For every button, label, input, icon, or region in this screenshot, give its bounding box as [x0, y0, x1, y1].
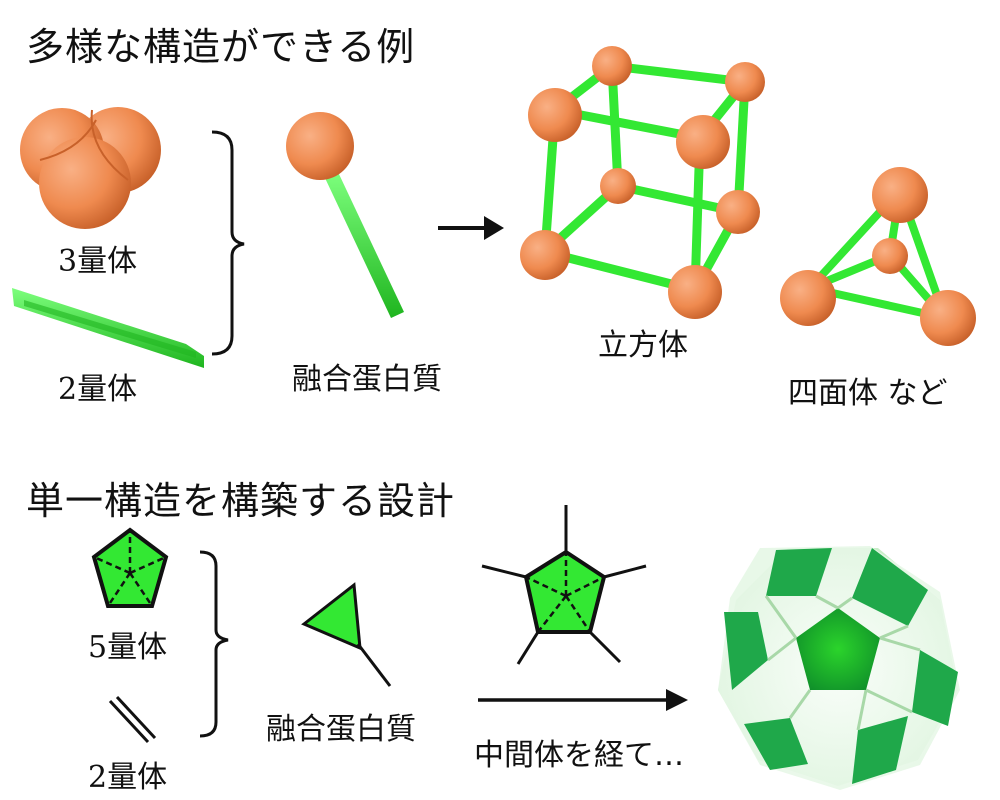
soccer-ball-cage-icon — [718, 546, 960, 790]
pentamer-icon — [91, 527, 169, 608]
dimer-rod-icon — [12, 288, 204, 368]
arrow-right-icon — [478, 689, 688, 711]
intermediate-label: 中間体を経て… — [474, 738, 684, 773]
section-title-bottom: 単一構造を構築する設計 — [26, 479, 456, 523]
brace-bottom — [199, 550, 229, 738]
section-title-top: 多様な構造ができる例 — [26, 25, 416, 69]
pentamer-arms-icon — [481, 505, 647, 665]
dimer-sticks-icon — [108, 695, 157, 744]
tetrahedron-icon — [780, 167, 976, 346]
pentamer-label: 5量体 — [88, 630, 168, 665]
cube-label: 立方体 — [598, 328, 688, 363]
dimer-label-top: 2量体 — [58, 372, 138, 407]
dimer-label-bottom: 2量体 — [88, 760, 168, 795]
trimer-icon — [20, 107, 161, 229]
arrow-right-icon — [438, 216, 504, 240]
fusion-label-top: 融合蛋白質 — [292, 362, 442, 397]
fusion-label-bottom: 融合蛋白質 — [266, 712, 416, 747]
fusion-protein-icon — [286, 112, 404, 318]
brace-top — [211, 130, 245, 356]
fusion-triangle-icon — [301, 582, 392, 687]
trimer-label: 3量体 — [58, 244, 138, 279]
tetrahedron-label: 四面体 など — [788, 376, 948, 411]
cube-icon — [520, 46, 765, 319]
